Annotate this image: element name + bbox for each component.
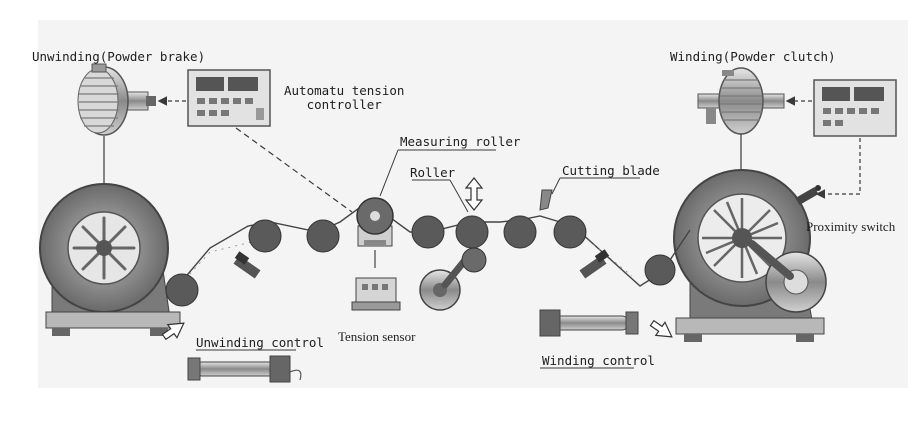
label-unwinding-brake: Unwinding(Powder brake)	[32, 49, 206, 64]
tension-sensor-icon	[351, 277, 401, 311]
tension-dancer-icon	[419, 247, 487, 311]
control-arrows	[161, 319, 673, 341]
label-proximity-switch: Proximity switch	[806, 219, 896, 234]
label-winding-clutch: Winding(Powder clutch)	[670, 49, 836, 64]
guide-roller-icon	[165, 215, 676, 307]
tension-controller-icon	[813, 79, 897, 137]
label-roller: Roller	[410, 165, 456, 180]
actuator-icon	[539, 309, 639, 337]
unwind-reel-icon	[39, 183, 181, 336]
cutting-blade-icon	[539, 189, 553, 211]
label-tension-sensor: Tension sensor	[338, 329, 416, 344]
label-measuring-roller: Measuring roller	[400, 134, 521, 149]
rewind-reel-icon	[673, 169, 827, 342]
label-unwinding-control: Unwinding control	[196, 335, 324, 350]
leader-lines	[196, 149, 640, 369]
measuring-roller-icon	[356, 197, 394, 268]
edge-sensor-icon	[233, 251, 261, 279]
tension-controller-icon	[187, 69, 271, 127]
powder-brake-icon	[77, 63, 156, 136]
label-winding-control: Winding control	[542, 353, 655, 368]
label-tension-controller: Automatu tension controller	[284, 83, 405, 112]
edge-sensor-icon	[579, 249, 610, 279]
actuator-icon	[187, 355, 302, 383]
label-cutting-blade: Cutting blade	[562, 163, 660, 178]
proximity-switch-icon	[795, 185, 821, 205]
double-arrow-icon	[464, 177, 484, 211]
signal-lines	[103, 96, 861, 213]
